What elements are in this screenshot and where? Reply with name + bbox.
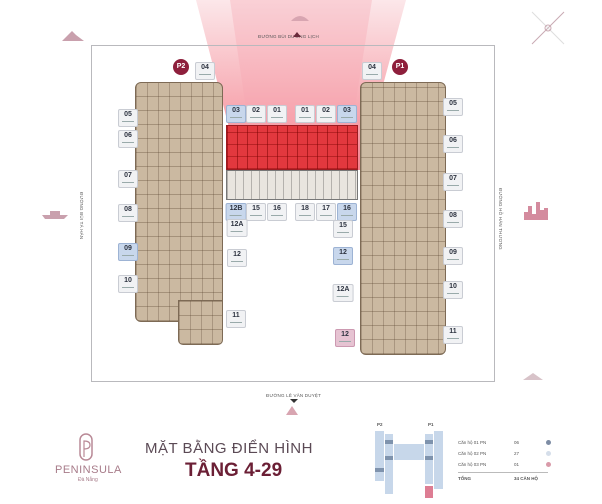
minimap-p2: P2 [377,422,383,427]
road-top-label: ĐƯỜNG BÙI DƯƠNG LỊCH [258,34,319,39]
legend-label: Căn hộ 03 PN [458,462,487,467]
unit-label[interactable]: 09 [118,243,138,261]
landmark-icon [62,31,84,41]
unit-label[interactable]: 15 [333,220,353,238]
unit-label[interactable]: 03 [226,105,246,123]
unit-label[interactable]: 11 [443,326,463,344]
central-corridor-units [226,170,358,200]
stair-p1-badge: P1 [392,59,408,75]
unit-label[interactable]: 18 [295,203,315,221]
unit-label[interactable]: 16 [267,203,287,221]
landmark-icon [523,373,543,380]
legend-total-value: 34 CĂN HỘ [514,476,539,481]
unit-label[interactable]: 03 [337,105,357,123]
unit-label[interactable]: 12A [332,284,354,302]
unit-label[interactable]: 17 [316,203,336,221]
legend-divider [458,472,548,473]
left-wing-stem [178,300,223,345]
unit-label[interactable]: 12A [226,219,248,237]
unit-label[interactable]: 12 [227,249,247,267]
legend-label: Căn hộ 02 PN [458,451,487,456]
legend-swatch [546,440,551,445]
arrow-icon [293,28,301,37]
unit-label[interactable]: 10 [443,281,463,299]
unit-label[interactable]: 08 [118,204,138,222]
unit-label[interactable]: 12 [333,247,353,265]
unit-label[interactable]: 07 [118,170,138,188]
right-wing-plan [360,82,446,355]
unit-label[interactable]: 05 [443,98,463,116]
unit-label[interactable]: 06 [443,135,463,153]
logo-subtitle: Đà Nẵng [78,477,98,483]
plan-title: MẶT BẰNG ĐIỂN HÌNH [145,440,313,457]
unit-label[interactable]: 01 [267,105,287,123]
unit-label[interactable]: 04 [362,62,382,80]
unit-label[interactable]: 05 [118,109,138,127]
legend-total-label: TỔNG [458,476,471,481]
legend-count: 27 [514,451,520,456]
left-wing-plan [135,82,223,322]
road-right-label: ĐƯỜNG HỒ HÁN THƯƠNG [498,188,503,250]
legend-label: Căn hộ 01 PN [458,440,487,445]
unit-label[interactable]: 04 [195,62,215,80]
legend-count: 01 [514,462,520,467]
unit-label[interactable]: 11 [226,310,246,328]
unit-label[interactable]: 02 [316,105,336,123]
legend-swatch [546,451,551,456]
unit-label[interactable]: 10 [118,275,138,293]
landmark-icon [286,406,298,415]
logo-text: PENINSULA [55,464,122,476]
unit-label[interactable]: 02 [246,105,266,123]
unit-label[interactable]: 08 [443,210,463,228]
unit-label[interactable]: 09 [443,247,463,265]
city-skyline-icon [524,202,548,220]
key-plan-minimap: P2 P1 [373,418,443,498]
minimap-p1: P1 [428,422,434,427]
unit-type-legend: Căn hộ 01 PN 06 Căn hộ 02 PN 27 Căn hộ 0… [458,440,558,490]
ship-icon [42,211,68,219]
landmark-icon [291,16,309,21]
legend-swatch [546,462,551,467]
floor-range-title: TẦNG 4-29 [185,460,283,481]
unit-label[interactable]: 07 [443,173,463,191]
road-bottom-label: ĐƯỜNG LÊ VĂN DUYỆT [266,393,322,398]
highlighted-units[interactable] [226,125,358,170]
compass-icon [531,11,565,45]
stair-p2-badge: P2 [173,59,189,75]
site-boundary [91,45,495,382]
unit-label[interactable]: 15 [246,203,266,221]
unit-label[interactable]: 16 [337,203,357,221]
legend-count: 06 [514,440,520,445]
arrow-icon [290,399,298,407]
unit-label[interactable]: 01 [295,105,315,123]
peninsula-logo-mark [79,433,93,461]
unit-label[interactable]: 06 [118,130,138,148]
road-left-label: ĐƯỜNG BÙI TÁ HÁN [79,192,84,240]
unit-label[interactable]: 12 [335,329,355,347]
